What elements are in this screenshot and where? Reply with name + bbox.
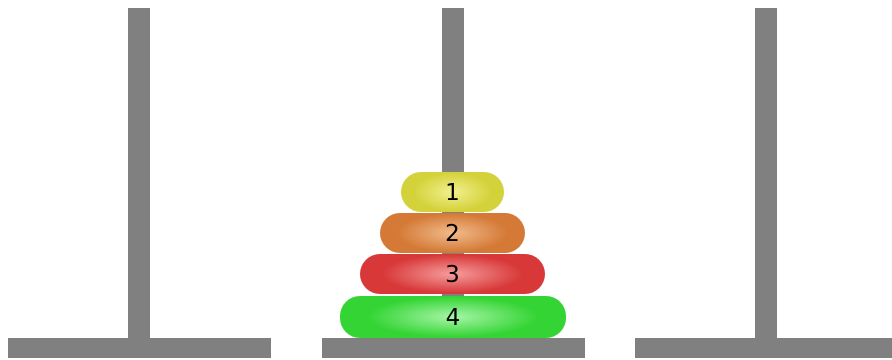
peg-left-post (128, 8, 150, 340)
disk-1-label: 1 (445, 182, 460, 205)
peg-right-post (755, 8, 777, 340)
disk-2-label: 2 (445, 223, 460, 246)
disk-1[interactable]: 1 (401, 172, 504, 212)
disk-4[interactable]: 4 (340, 296, 566, 338)
disk-2[interactable]: 2 (380, 213, 525, 253)
disk-4-label: 4 (446, 307, 461, 330)
peg-right-base (635, 338, 892, 358)
peg-middle-base (322, 338, 585, 358)
peg-left-base (8, 338, 271, 358)
disk-3[interactable]: 3 (360, 254, 545, 294)
disk-3-label: 3 (445, 264, 460, 287)
